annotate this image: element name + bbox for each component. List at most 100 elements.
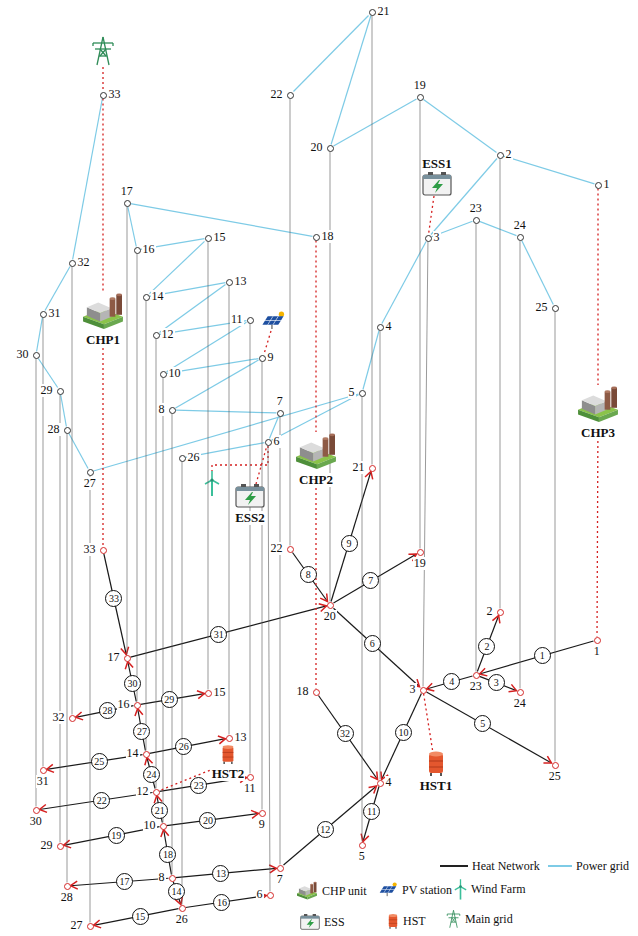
pipe-number: 32 xyxy=(337,725,354,742)
pipe-number: 17 xyxy=(116,873,133,890)
power-line-stroke xyxy=(73,99,103,260)
bus-node: 12 xyxy=(153,332,160,339)
device-link xyxy=(424,694,433,751)
bus-node: 1 xyxy=(595,182,602,189)
pipe-number: 29 xyxy=(161,691,178,708)
coupling-line-stroke xyxy=(36,359,37,807)
power-line-stroke xyxy=(334,99,417,146)
bus-node: 2 xyxy=(497,152,504,159)
bus-number: 26 xyxy=(187,451,201,464)
power-line-stroke xyxy=(167,322,247,372)
heat-node: 15 xyxy=(205,690,212,697)
heat-pipe-stroke xyxy=(334,608,420,687)
hst-unit-icon xyxy=(220,744,236,764)
arrow-head xyxy=(365,472,373,480)
heat-pipe xyxy=(381,694,421,780)
coupling-line-stroke xyxy=(127,207,128,655)
power-line xyxy=(504,156,595,184)
coupling-line xyxy=(163,378,164,823)
legend-label: Main grid xyxy=(465,912,513,926)
heat-node: 8 xyxy=(169,875,176,882)
arrow-head xyxy=(370,771,377,779)
pipe-number: 25 xyxy=(91,753,108,770)
coupling-line-stroke xyxy=(372,16,373,465)
legend-label: Power grid xyxy=(576,859,629,873)
pipe-number: 27 xyxy=(133,723,150,740)
pipe-number: 13 xyxy=(212,865,229,882)
power-line xyxy=(522,241,554,305)
pipe-number: 33 xyxy=(105,590,122,607)
heat-pipe-stroke xyxy=(104,554,126,655)
heat-node: 6 xyxy=(267,892,274,899)
arrow-head xyxy=(47,764,55,772)
coupling-line xyxy=(208,242,209,690)
heat-pipe xyxy=(293,553,328,602)
bus-number: 7 xyxy=(276,395,284,408)
power-line-stroke xyxy=(293,16,368,92)
coupling-line-stroke xyxy=(172,414,173,875)
device-link xyxy=(103,348,104,547)
legend-sample xyxy=(440,863,468,869)
bus-number: 4 xyxy=(385,320,393,333)
chp-unit: CHP2 xyxy=(294,432,338,488)
bus-node: 24 xyxy=(517,234,524,241)
heat-node-number: 18 xyxy=(296,685,310,698)
heat-pipe xyxy=(334,608,420,687)
bus-node: 17 xyxy=(124,200,131,207)
hst-unit: HST2 xyxy=(210,744,247,782)
coupling-line-stroke xyxy=(262,362,263,810)
coupling-line xyxy=(60,395,61,843)
heat-node-number: 5 xyxy=(358,850,366,863)
heat-node: 26 xyxy=(179,905,186,912)
arrow-head xyxy=(218,736,226,744)
pipe-number: 6 xyxy=(364,635,381,652)
bus-node: 7 xyxy=(277,410,284,417)
bus-node: 31 xyxy=(40,311,47,318)
coupling-line xyxy=(137,254,138,702)
bus-number: 11 xyxy=(230,313,244,326)
heat-node: 31 xyxy=(40,767,47,774)
pipe-number: 2 xyxy=(478,638,495,655)
heat-node: 23 xyxy=(473,672,480,679)
power-line-stroke xyxy=(480,221,517,235)
power-line xyxy=(61,395,67,427)
power-line-stroke xyxy=(522,241,554,305)
arrow-head xyxy=(161,830,169,838)
heat-pipe-stroke xyxy=(477,616,498,672)
ess-unit: ESS2 xyxy=(233,484,267,526)
power-line xyxy=(160,285,226,333)
pipe-number: 21 xyxy=(151,802,168,819)
bus-node: 30 xyxy=(33,352,40,359)
heat-node-number: 26 xyxy=(175,913,189,926)
bus-number: 6 xyxy=(273,435,281,448)
ess-unit: ESS1 xyxy=(420,154,454,196)
hst-unit-icon xyxy=(426,750,446,776)
heat-node-number: 20 xyxy=(323,610,337,623)
bus-node: 23 xyxy=(473,217,480,224)
heat-node: 5 xyxy=(359,842,366,849)
heat-pipe xyxy=(284,786,377,865)
device-link-stroke xyxy=(102,99,103,293)
heat-node-number: 28 xyxy=(60,891,74,904)
coupling-line-stroke xyxy=(182,462,183,905)
heat-node-number: 12 xyxy=(136,785,150,798)
power-line-stroke xyxy=(176,410,277,413)
coupling-line xyxy=(280,417,281,865)
ess-unit-icon xyxy=(235,484,265,508)
bus-number: 32 xyxy=(77,256,91,269)
power-line-stroke xyxy=(382,242,426,324)
arrow-head xyxy=(480,668,488,676)
device-link xyxy=(598,189,599,386)
power-line xyxy=(272,395,359,440)
arrow-head xyxy=(71,881,78,889)
coupling-line-stroke xyxy=(500,159,501,609)
pipe-number: 16 xyxy=(213,894,230,911)
device-label: CHP3 xyxy=(580,426,616,440)
heat-node: 25 xyxy=(552,762,559,769)
device-link xyxy=(597,441,599,637)
coupling-line-stroke xyxy=(520,241,521,689)
heat-node: 20 xyxy=(327,602,334,609)
power-line xyxy=(167,322,247,372)
heat-node: 1 xyxy=(594,637,601,644)
